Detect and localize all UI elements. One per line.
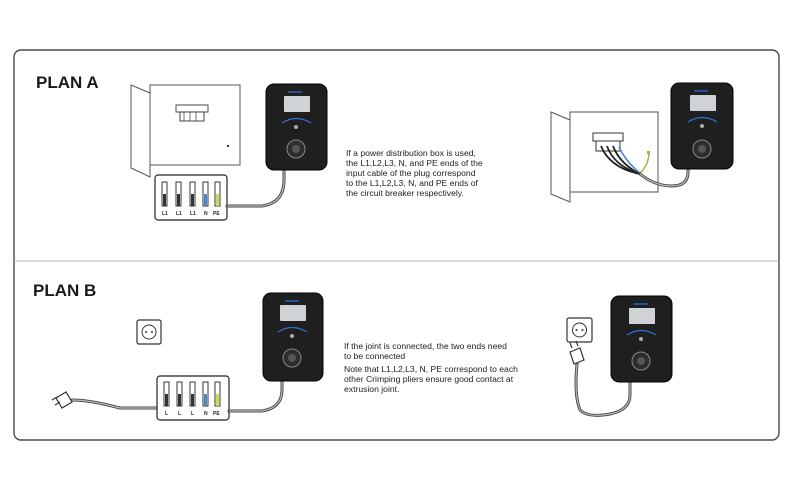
plan-a-title: PLAN A bbox=[36, 73, 99, 92]
plan-a-description: If a power distribution box is used, the… bbox=[346, 148, 483, 198]
wall-socket-b1 bbox=[136, 319, 162, 345]
wall-socket-b2 bbox=[566, 317, 593, 343]
terminal-strip-b: L L L N PE bbox=[156, 375, 230, 421]
svg-text:L1: L1 bbox=[162, 211, 168, 217]
svg-text:the circuit breaker respective: the circuit breaker respectively. bbox=[346, 188, 464, 198]
terminal-l2: L1 bbox=[175, 181, 182, 217]
distribution-box-a2 bbox=[550, 111, 659, 203]
svg-text:extrusion joint.: extrusion joint. bbox=[344, 384, 399, 394]
terminal-l3: L1 bbox=[189, 181, 196, 217]
terminal-strip-a: L1 L1 L1 N PE bbox=[154, 174, 228, 221]
svg-text:L1: L1 bbox=[176, 211, 182, 217]
svg-text:L: L bbox=[165, 411, 168, 417]
svg-text:L: L bbox=[178, 411, 181, 417]
svg-text:N: N bbox=[204, 411, 208, 417]
svg-text:N: N bbox=[204, 211, 208, 217]
ev-charger-a1 bbox=[265, 83, 328, 171]
terminal-n: N bbox=[202, 381, 209, 417]
svg-text:L: L bbox=[191, 411, 194, 417]
svg-text:to be connected: to be connected bbox=[344, 351, 405, 361]
terminal-l1: L bbox=[163, 381, 170, 417]
plan-b-description: If the joint is connected, the two ends … bbox=[344, 341, 518, 394]
svg-text:PE: PE bbox=[213, 211, 220, 217]
svg-text:PE: PE bbox=[213, 411, 220, 417]
terminal-l3: L bbox=[189, 381, 196, 417]
terminal-pe: PE bbox=[213, 181, 221, 217]
svg-text:If the joint is connected, the: If the joint is connected, the two ends … bbox=[344, 341, 507, 351]
svg-text:Note that L1,L2,L3, N, PE corr: Note that L1,L2,L3, N, PE correspond to … bbox=[344, 364, 518, 374]
plug-b2 bbox=[569, 340, 585, 365]
plan-b-title: PLAN B bbox=[33, 281, 96, 300]
terminal-n: N bbox=[202, 181, 209, 217]
terminal-l1: L1 bbox=[161, 181, 168, 217]
ev-charger-b1 bbox=[262, 292, 324, 382]
svg-text:input cable of the plug corres: input cable of the plug correspond bbox=[346, 168, 476, 178]
plug-b1 bbox=[51, 391, 73, 409]
terminal-l2: L bbox=[176, 381, 183, 417]
distribution-box-a bbox=[130, 84, 241, 178]
svg-text:to the L1,L2,L3, N, and PE end: to the L1,L2,L3, N, and PE ends of bbox=[346, 178, 478, 188]
svg-text:the L1,L2,L3, N, and PE ends o: the L1,L2,L3, N, and PE ends of the bbox=[346, 158, 483, 168]
svg-text:If a power distribution box is: If a power distribution box is used, bbox=[346, 148, 476, 158]
svg-text:other Crimping pliers ensure g: other Crimping pliers ensure good contac… bbox=[344, 374, 514, 384]
ev-charger-a2 bbox=[670, 82, 734, 170]
ev-charger-b2 bbox=[610, 295, 673, 383]
terminal-pe: PE bbox=[213, 381, 221, 417]
outer-frame bbox=[13, 49, 780, 441]
svg-text:L1: L1 bbox=[190, 211, 196, 217]
